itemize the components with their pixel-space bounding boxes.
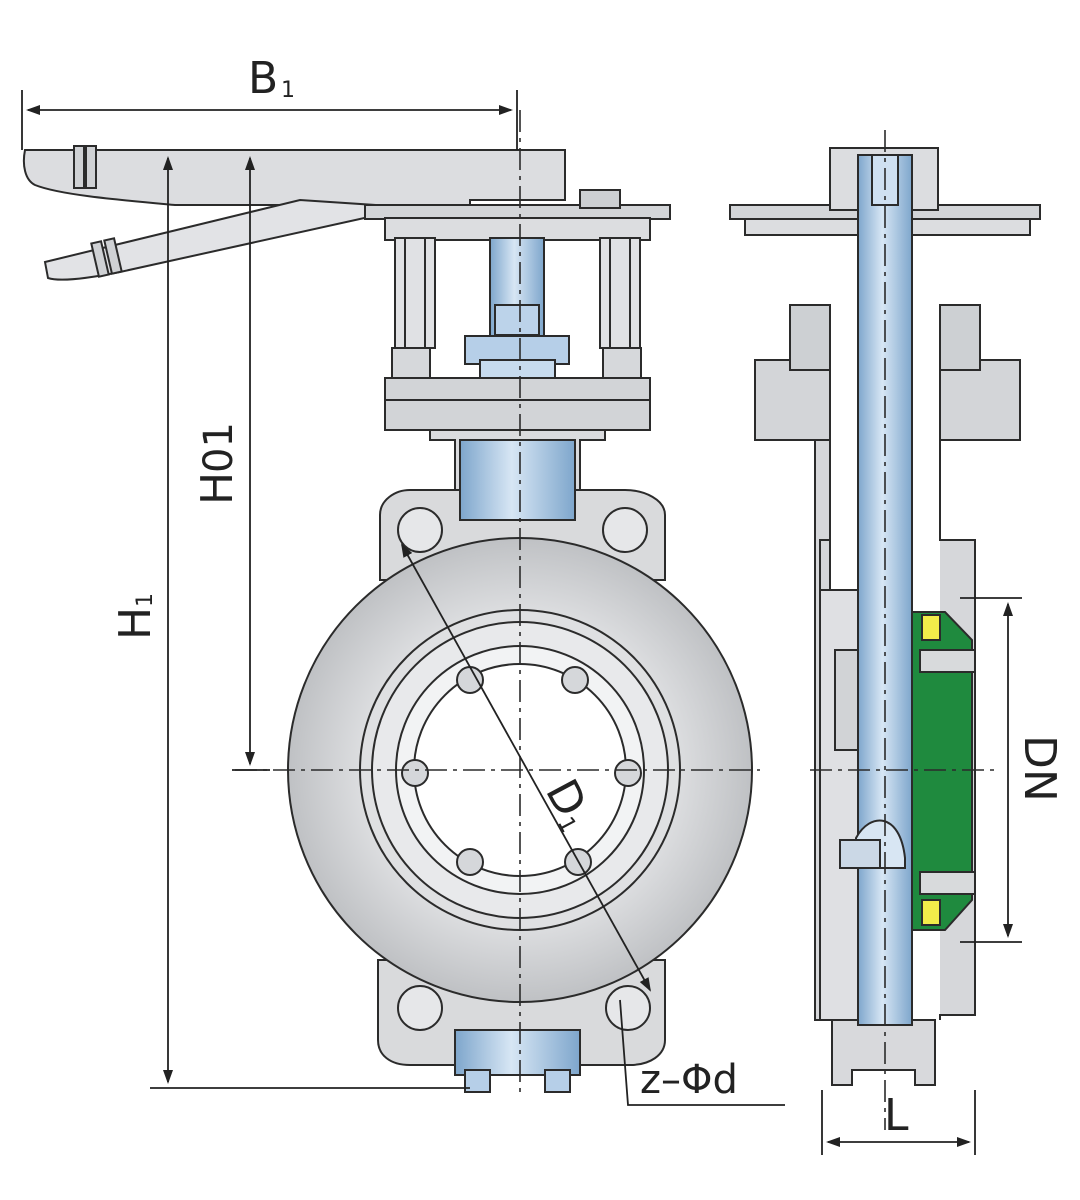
- labels: B 1 H 01 H 1 D 1 DN L z–Φd: [110, 53, 1065, 1141]
- label-l: L: [884, 1090, 909, 1141]
- label-dn: DN: [1014, 735, 1065, 802]
- lever-raised: [22, 145, 566, 206]
- dimension-lines: [21, 90, 1022, 1155]
- label-h1: H: [110, 607, 161, 640]
- label-z-phi-d: z–Φd: [640, 1057, 738, 1103]
- lever-lowered: [43, 198, 380, 281]
- mounting-flange: [384, 377, 651, 431]
- label-b1-sub: 1: [281, 78, 295, 103]
- label-h1-sub: 1: [133, 593, 158, 607]
- section-view: [729, 130, 1041, 1130]
- label-h01: H: [192, 472, 243, 505]
- index-plate: [364, 204, 671, 220]
- label-h01-sub: 01: [196, 422, 242, 473]
- label-b1: B: [248, 53, 278, 104]
